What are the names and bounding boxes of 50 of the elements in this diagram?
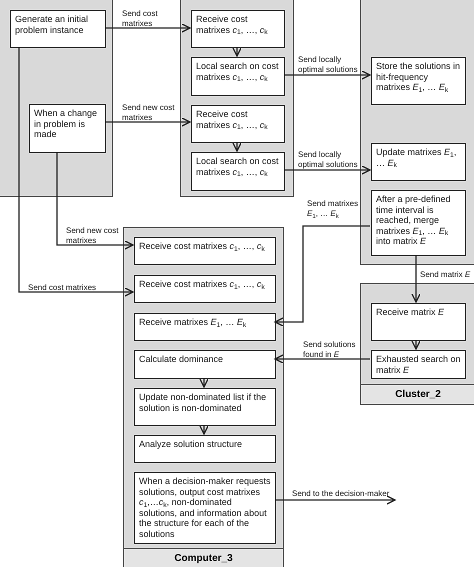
arrow <box>274 225 370 327</box>
group-panel <box>360 0 474 265</box>
group-panel <box>360 283 474 405</box>
edge-label: Send matrix E <box>420 270 472 280</box>
arrow <box>56 152 134 250</box>
arrow <box>199 378 209 388</box>
edge-label: Send to the decision-maker <box>292 489 390 499</box>
group-panel <box>0 0 113 197</box>
process-box: Receive matrix E <box>371 303 466 341</box>
arrow <box>284 70 371 80</box>
process-box: Analyze solution structure <box>134 435 276 463</box>
edge-label: Send cost matrixes <box>122 9 159 29</box>
process-box: Generate an initial problem instance <box>10 10 106 48</box>
group-panel <box>123 227 284 567</box>
arrow <box>411 255 421 303</box>
edge-label: Send matrixes E$_{1}$, … E$_{k}$ <box>307 199 360 219</box>
edge-label: Send new cost matrixes <box>66 226 120 246</box>
arrow <box>411 340 421 350</box>
process-box: Receive cost matrixes c$_{1}$, …, c$_{k}$ <box>191 10 285 48</box>
group-panel <box>180 0 294 197</box>
arrow <box>284 165 371 175</box>
arrow <box>275 495 396 505</box>
process-box: Receive cost matrixes c$_{1}$, …, c$_{k}$ <box>134 237 276 265</box>
process-box: Store the solutions in hit-frequency matrixes E$_{1}$, … E$_{k}$ <box>371 57 466 105</box>
panel-title: Cluster_2 <box>361 384 474 404</box>
arrow <box>105 117 191 127</box>
process-box: Receive cost matrixes c$_{1}$, …, c$_{k}$ <box>134 275 276 303</box>
process-box: Local search on cost matrixes c$_{1}$, …, c$_{k}$ <box>191 57 285 96</box>
arrow <box>274 354 370 364</box>
arrow <box>105 23 191 33</box>
edge-label: Send solutions found in E <box>303 340 356 360</box>
arrow <box>232 142 242 152</box>
process-box: Local search on cost matrixes c$_{1}$, …, c$_{k}$ <box>191 152 285 191</box>
process-box: Receive matrixes E$_{1}$, … E$_{k}$ <box>134 313 276 341</box>
edge-label: Send cost matrixes <box>28 283 98 293</box>
process-box: When a change in problem is made <box>29 104 106 153</box>
process-box: When a decision-maker requests solutions, output cost matrixes c$_{1}$,…c$_{k}$, non-dominated solutions, and information about the structure for each of the solutions <box>134 472 276 544</box>
process-box: Update non-dominated list if the solution is non-dominated <box>134 388 276 426</box>
process-box: Calculate dominance <box>134 350 276 379</box>
process-box: Receive cost matrixes c$_{1}$, …, c$_{k}$ <box>191 105 285 143</box>
panel-title: Computer_3 <box>124 548 283 567</box>
arrow <box>199 425 209 435</box>
process-box: After a pre-defined time interval is reached, merge matrixes E$_{1}$, … E$_{k}$ into matrix E <box>371 190 466 256</box>
process-box: Exhausted search on matrix E <box>371 350 466 379</box>
edge-label: Send new cost matrixes <box>122 103 176 123</box>
edge-label: Send locally optimal solutions <box>298 55 359 75</box>
arrow <box>18 47 134 297</box>
edge-label: Send locally optimal solutions <box>298 150 359 170</box>
process-box: Update matrixes E$_{1}$, … E$_{k}$ <box>371 143 466 181</box>
arrow <box>232 47 242 57</box>
